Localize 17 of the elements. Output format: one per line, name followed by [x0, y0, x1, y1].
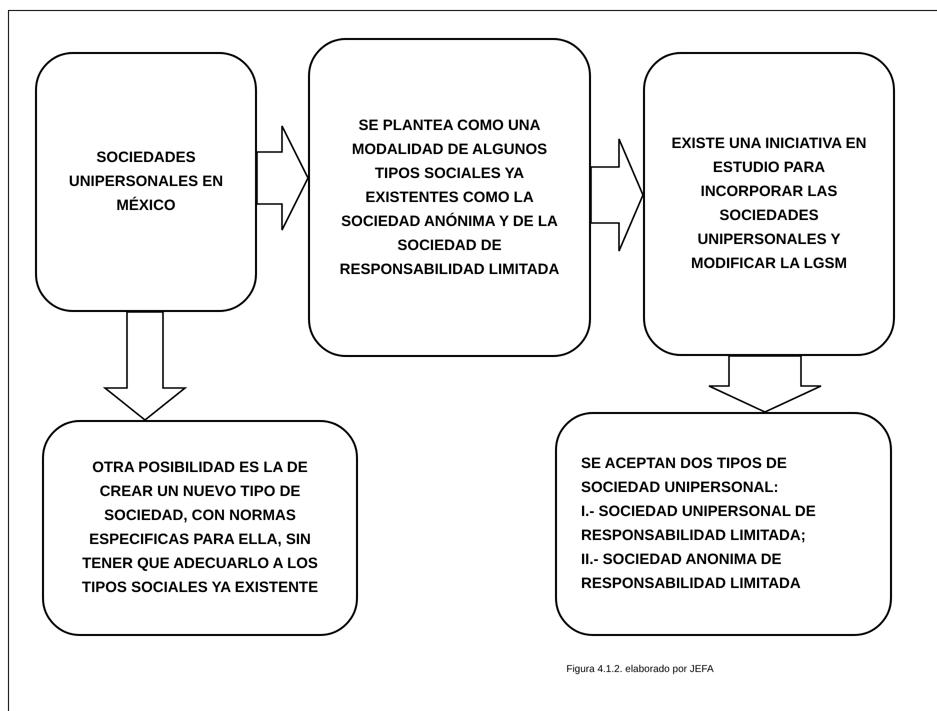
block-arrow	[102, 311, 188, 422]
box-text: EXISTE UNA INICIATIVA EN ESTUDIO PARA INCORPORAR LAS SOCIEDADES UNIPERSONALES Y MODIFICAR LA LGSM	[670, 134, 868, 274]
box-text: II.- SOCIEDAD ANONIMA DE RESPONSABILIDAD LIMITADA	[581, 550, 802, 594]
rounded-box	[35, 52, 257, 312]
block-arrow	[708, 355, 822, 413]
box-text: SOCIEDADES UNIPERSONALES EN MÉXICO	[68, 148, 224, 216]
box-text: SE PLANTEA COMO UNA MODALIDAD DE ALGUNOS TIPOS SOCIALES YA EXISTENTES COMO LA SOCIEDAD ANÓNIMA Y DE LA SOCIEDAD DE RESPONSABILIDAD LIMITADA	[338, 116, 560, 280]
rounded-box	[643, 52, 895, 356]
box-text: I.- SOCIEDAD UNIPERSONAL DE RESPONSABILIDAD LIMITADA;	[581, 502, 817, 546]
figure-caption: Figura 4.1.2. elaborado por JEFA	[565, 664, 715, 675]
rounded-box	[555, 412, 892, 636]
block-arrow	[256, 125, 309, 231]
box-text: SE ACEPTAN DOS TIPOS DE SOCIEDAD UNIPERSONAL:	[581, 454, 788, 498]
box-text: OTRA POSIBILIDAD ES LA DE CREAR UN NUEVO TIPO DE SOCIEDAD, CON NORMAS ESPECIFICAS PARA ELLA, SIN TENER QUE ADECUARLO A LOS TIPOS SOCIALES YA EXISTENTE	[80, 458, 320, 598]
block-arrow	[590, 138, 644, 252]
rounded-box	[308, 38, 591, 357]
rounded-box	[42, 420, 358, 636]
